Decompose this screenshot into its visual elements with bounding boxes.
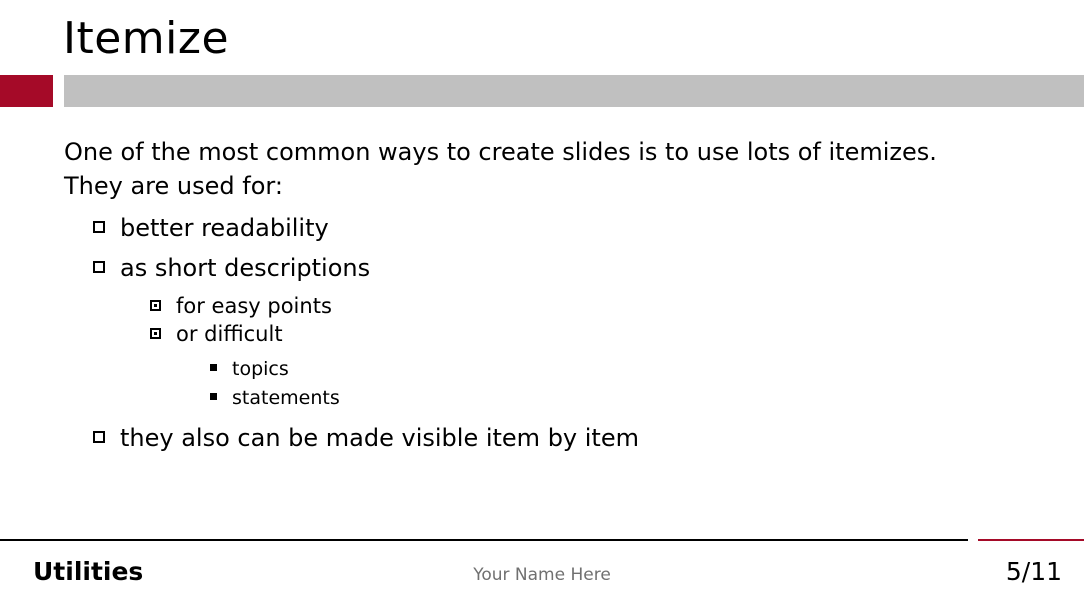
footer-accent-line <box>978 539 1084 541</box>
title-bar <box>64 75 1084 107</box>
list-item: or difficult <box>150 320 283 348</box>
filled-square-bullet-icon <box>210 393 217 400</box>
list-item: topics <box>210 356 289 382</box>
list-item-label: or difficult <box>176 322 283 346</box>
square-bullet-icon <box>93 221 105 233</box>
square-dot-bullet-icon <box>150 299 161 311</box>
list-item-label: better readability <box>120 214 329 242</box>
footer-short-title: Utilities <box>33 557 144 586</box>
list-item: as short descriptions <box>93 252 370 284</box>
slide-title: Itemize <box>63 13 230 64</box>
list-item: statements <box>210 385 340 411</box>
list-item: they also can be made visible item by it… <box>93 422 639 454</box>
footer-author: Your Name Here <box>473 565 611 585</box>
intro-line-1: One of the most common ways to create sl… <box>64 138 937 166</box>
list-item-label: they also can be made visible item by it… <box>120 424 639 452</box>
filled-square-bullet-icon <box>210 364 217 371</box>
list-item-label: statements <box>232 387 340 409</box>
square-bullet-icon <box>93 261 105 273</box>
list-item: better readability <box>93 212 329 244</box>
list-item-label: for easy points <box>176 294 332 318</box>
intro-line-2: They are used for: <box>64 172 283 200</box>
page-number: 5/11 <box>1005 557 1062 586</box>
square-bullet-icon <box>93 431 105 443</box>
list-item: for easy points <box>150 292 332 320</box>
list-item-label: as short descriptions <box>120 254 371 282</box>
title-accent-block <box>0 75 53 107</box>
square-dot-bullet-icon <box>150 327 161 339</box>
list-item-label: topics <box>232 358 289 380</box>
footer-divider <box>0 539 968 541</box>
